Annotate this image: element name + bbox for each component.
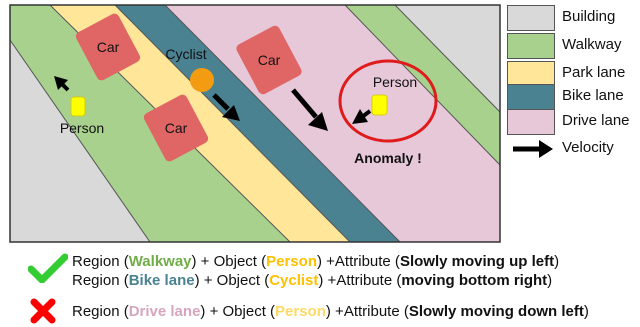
caption-text: Region ( bbox=[72, 253, 129, 270]
building-swatch bbox=[507, 5, 555, 31]
bike-lane-swatch bbox=[507, 84, 555, 110]
caption-region: Bike lane bbox=[128, 272, 195, 289]
legend-label-building: Building bbox=[562, 8, 616, 25]
person-left-marker bbox=[70, 96, 86, 117]
caption-object: Person bbox=[266, 253, 317, 270]
caption-drive-lane-person: Region (Drive lane) + Object (Person) +A… bbox=[72, 303, 589, 320]
caption-text: ) + Object ( bbox=[194, 272, 270, 289]
caption-text: ) + Object ( bbox=[191, 253, 267, 270]
velocity-arrow-icon bbox=[513, 140, 553, 158]
legend-label-park-lane: Park lane bbox=[562, 64, 626, 81]
car-3-label: Car bbox=[258, 52, 281, 68]
car-3: Car bbox=[236, 25, 302, 95]
bike-lane-region bbox=[115, 5, 400, 242]
legend-label-velocity: Velocity bbox=[562, 139, 614, 156]
cyclist-marker bbox=[190, 68, 214, 92]
person-right-label: Person bbox=[373, 74, 417, 90]
cyclist: Cyclist bbox=[165, 46, 214, 92]
velocity-arrow-person-right bbox=[352, 109, 372, 124]
person-left-label: Person bbox=[60, 120, 104, 136]
person-right-marker bbox=[371, 94, 388, 116]
person-left: Person bbox=[60, 96, 104, 136]
caption-text: Region ( bbox=[72, 272, 129, 289]
car-1: Car bbox=[75, 13, 141, 81]
anomaly-circle bbox=[338, 59, 438, 143]
anomaly-label: Anomaly ! bbox=[354, 150, 422, 166]
caption-text: Region ( bbox=[72, 303, 129, 320]
person-right: Person bbox=[371, 74, 417, 116]
velocity-arrow-cyclist bbox=[212, 93, 240, 121]
caption-text: ) bbox=[583, 303, 589, 320]
legend-label-bike-lane: Bike lane bbox=[562, 87, 624, 104]
caption-bike-lane-cyclist: Region (Bike lane) + Object (Cyclist) +A… bbox=[72, 272, 552, 289]
caption-attribute: Slowly moving down left bbox=[408, 303, 584, 320]
caption-object: Person bbox=[275, 303, 326, 320]
caption-region: Drive lane bbox=[128, 303, 201, 320]
walkway-swatch bbox=[507, 33, 555, 59]
caption-region: Walkway bbox=[128, 253, 192, 270]
velocity-arrow-car-3 bbox=[291, 88, 328, 131]
caption-text: ) bbox=[554, 253, 560, 270]
caption-attribute: Slowly moving up left bbox=[399, 253, 555, 270]
legend-label-walkway: Walkway bbox=[562, 36, 622, 53]
caption-text: ) +Attribute ( bbox=[316, 253, 400, 270]
caption-object: Cyclist bbox=[269, 272, 319, 289]
caption-text: ) +Attribute ( bbox=[318, 272, 402, 289]
velocity-arrow-person-left bbox=[54, 76, 70, 92]
cross-icon bbox=[30, 298, 56, 324]
car-2: Car bbox=[143, 94, 209, 162]
caption-text: ) + Object ( bbox=[200, 303, 276, 320]
car-2-label: Car bbox=[165, 120, 188, 136]
caption-text: ) +Attribute ( bbox=[325, 303, 409, 320]
car-1-label: Car bbox=[97, 39, 120, 55]
caption-attribute: moving bottom right bbox=[401, 272, 548, 289]
drive-lane-swatch bbox=[507, 109, 555, 135]
park-lane-swatch bbox=[507, 61, 555, 87]
caption-walkway-person: Region (Walkway) + Object (Person) +Attr… bbox=[72, 253, 559, 270]
legend-label-drive-lane: Drive lane bbox=[562, 112, 630, 129]
caption-text: ) bbox=[547, 272, 553, 289]
cyclist-label: Cyclist bbox=[165, 46, 206, 62]
check-icon bbox=[28, 253, 68, 283]
